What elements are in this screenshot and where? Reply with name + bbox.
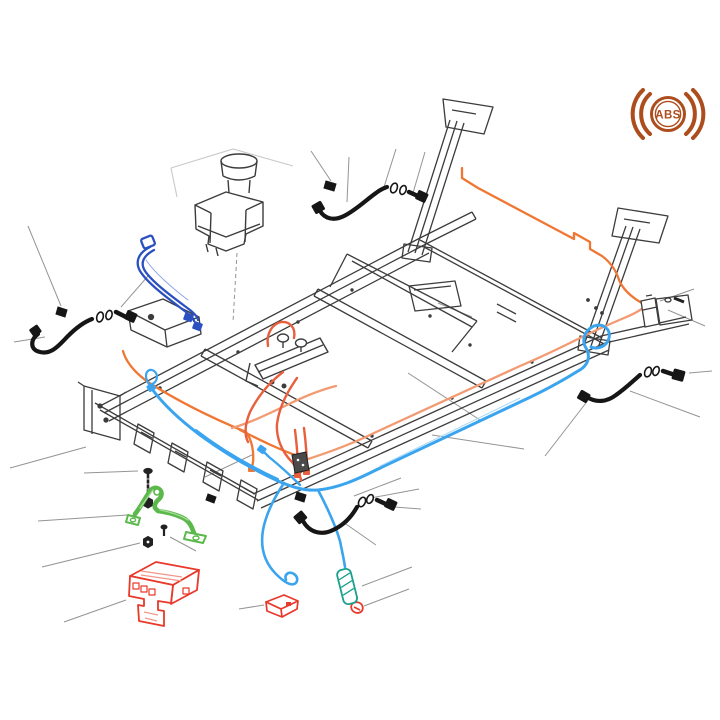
harness-branch-loop <box>260 481 299 586</box>
badge-inner-ring <box>654 100 682 128</box>
right-frame-rail <box>252 335 610 509</box>
abs-hydraulic-unit <box>128 561 200 627</box>
reservoir-dashed-leader <box>232 252 238 323</box>
rear-crossmember <box>419 239 607 346</box>
flex-hose-front-left <box>29 306 138 355</box>
mid-crossmember-rear <box>313 288 487 389</box>
hose-clip <box>323 180 337 192</box>
mounting-bracket-green <box>125 485 207 544</box>
skid-plate <box>408 280 462 312</box>
junction-block <box>291 451 310 474</box>
flex-hose-upper-middle <box>311 180 429 221</box>
body-mount-bracket <box>127 298 202 348</box>
reservoir-body <box>194 191 264 252</box>
front-bumper-bracket <box>77 381 127 441</box>
connector-teal <box>336 567 358 605</box>
front-crossmember <box>94 402 259 501</box>
reservoir-cap <box>220 153 258 169</box>
badge-left-arc-outer <box>630 88 645 140</box>
retaining-clip-red <box>350 601 364 614</box>
badge-right-arc <box>684 92 697 136</box>
badge-outer-ring <box>650 96 686 132</box>
front-brake-pipe-blue <box>136 234 203 332</box>
hanger <box>202 461 224 492</box>
hose-clip <box>205 493 217 504</box>
left-frame-rail <box>99 237 430 422</box>
chassis-frame <box>77 98 693 510</box>
rear-valve <box>600 294 685 328</box>
raised-crossmember <box>329 253 478 353</box>
connector-red <box>265 594 299 618</box>
rear-brake-pipe-orange <box>460 166 647 307</box>
master-cylinder <box>245 333 329 389</box>
cowl-outline <box>170 148 294 198</box>
hanger <box>167 442 189 473</box>
frame-brake-pipe-salmon <box>230 301 648 462</box>
harness-start-hook <box>144 368 159 391</box>
hose-clip <box>294 491 307 503</box>
badge-right-arc-outer <box>691 88 706 140</box>
abs-badge: ABS <box>630 88 706 140</box>
hanger <box>133 423 155 454</box>
flex-hose-lower-middle <box>205 491 398 535</box>
leader-lines <box>9 148 713 623</box>
brake-fluid-reservoir <box>194 153 264 257</box>
badge-left-arc <box>639 92 652 136</box>
mid-crossmember-front <box>200 348 373 449</box>
rear-end-bracket <box>655 294 693 326</box>
flex-hose-rear-right <box>577 365 686 403</box>
rear-upright-left <box>401 98 494 263</box>
harness-main-run <box>150 323 611 492</box>
harness-branch-connector <box>316 488 347 569</box>
hanger <box>236 479 258 510</box>
badge-label: ABS <box>655 110 680 122</box>
hose-clip <box>55 306 68 318</box>
rivet-dots <box>158 288 598 470</box>
abs-sensor-harness-cyan <box>144 323 611 586</box>
flex-hoses <box>29 180 686 535</box>
